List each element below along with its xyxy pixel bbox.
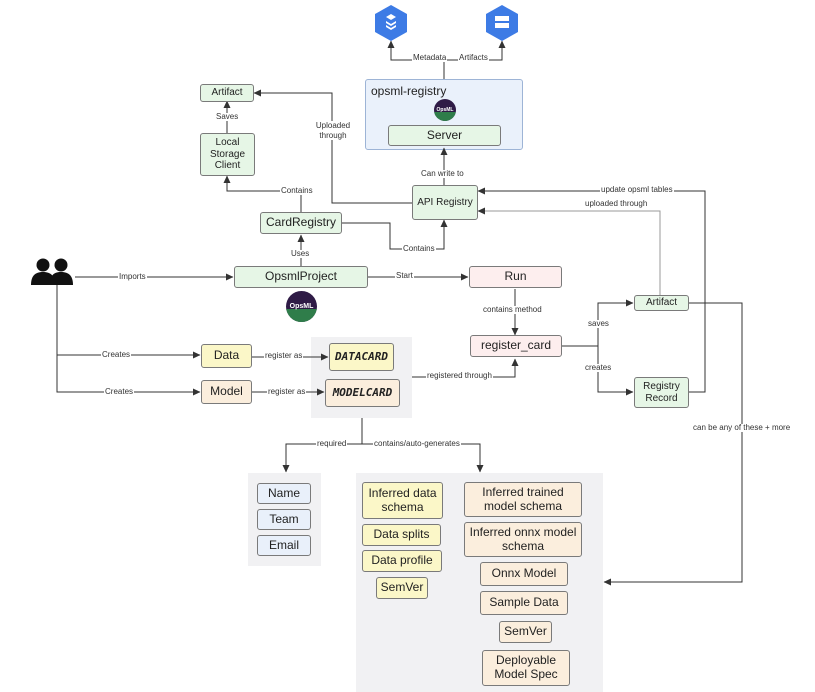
model-gen-onnx-schema: Inferred onnx model schema — [464, 522, 582, 557]
required-field-email: Email — [257, 535, 311, 556]
label-uses: Uses — [290, 249, 311, 258]
model-gen-trained-schema: Inferred trained model schema — [464, 482, 582, 517]
label-imports: Imports — [118, 272, 147, 281]
model-gen-deployable-spec: Deployable Model Spec — [482, 650, 570, 686]
data-gen-data-profile: Data profile — [362, 550, 442, 572]
data-node: Data — [201, 344, 252, 368]
edge-update-tables — [477, 187, 706, 393]
label-registered-through: registered through — [426, 371, 493, 380]
users-group-icon — [31, 258, 73, 285]
data-gen-semver: SemVer — [376, 577, 428, 599]
modelcard-node: MODELCARD — [325, 379, 400, 407]
label-register-as-data: register as — [264, 351, 304, 360]
server-node: Server — [388, 125, 501, 146]
edge-creates-model — [56, 285, 201, 396]
label-uploaded-through-left: Uploaded through — [312, 121, 354, 141]
artifact-top-node: Artifact — [200, 84, 254, 102]
model-gen-onnx-model: Onnx Model — [480, 562, 568, 586]
storage-drive-icon — [486, 5, 518, 41]
label-creates-right: creates — [584, 363, 613, 372]
model-gen-sample-data: Sample Data — [480, 591, 568, 615]
label-update-opsml-tables: update opsml tables — [600, 185, 674, 194]
label-contains-auto-generates: contains/auto-generates — [373, 439, 461, 448]
opsml-project-node: OpsmlProject — [234, 266, 368, 288]
edge-contains-generates — [362, 443, 484, 473]
edge-uploaded-through-left — [253, 89, 412, 204]
run-node: Run — [469, 266, 562, 288]
label-required: required — [316, 439, 348, 448]
required-field-team: Team — [257, 509, 311, 530]
opsml-logo-registry: OpsML — [434, 99, 456, 121]
required-field-name: Name — [257, 483, 311, 504]
register-card-node: register_card — [470, 335, 562, 357]
edge-can-be-any — [603, 302, 743, 586]
database-stack-icon — [375, 5, 407, 41]
local-storage-client-node: Local Storage Client — [200, 133, 255, 176]
registry-title: opsml-registry — [371, 84, 447, 98]
card-registry-node: CardRegistry — [260, 212, 342, 234]
model-gen-semver: SemVer — [499, 621, 552, 643]
api-registry-node: API Registry — [412, 185, 478, 220]
data-gen-inferred-schema: Inferred data schema — [362, 482, 443, 519]
label-contains-top: Contains — [280, 186, 314, 195]
edge-uploaded-through-right — [477, 207, 661, 295]
label-register-as-model: register as — [267, 387, 307, 396]
label-creates-model: Creates — [104, 387, 135, 396]
label-uploaded-through-right: uploaded through — [584, 199, 649, 208]
datacard-node: DATACARD — [329, 343, 394, 371]
label-saves-right: saves — [587, 319, 610, 328]
label-can-be-any: can be any of these + more — [692, 423, 792, 432]
model-node: Model — [201, 380, 252, 404]
label-saves-top: Saves — [215, 112, 240, 121]
label-creates-data: Creates — [101, 350, 132, 359]
edge-contains-bottom — [342, 219, 448, 250]
artifact-right-node: Artifact — [634, 295, 689, 311]
label-metadata: Metadata — [412, 53, 448, 62]
label-contains-method: contains method — [482, 305, 543, 314]
label-can-write-to: Can write to — [420, 169, 465, 178]
registry-record-node: Registry Record — [634, 377, 689, 408]
label-contains-bottom: Contains — [402, 244, 436, 253]
opsml-logo-project: OpsML — [286, 291, 317, 322]
label-artifacts: Artifacts — [458, 53, 489, 62]
data-gen-data-splits: Data splits — [362, 524, 441, 546]
edge-contains-top — [223, 175, 302, 212]
label-start: Start — [395, 271, 414, 280]
edge-creates-data — [56, 285, 201, 359]
